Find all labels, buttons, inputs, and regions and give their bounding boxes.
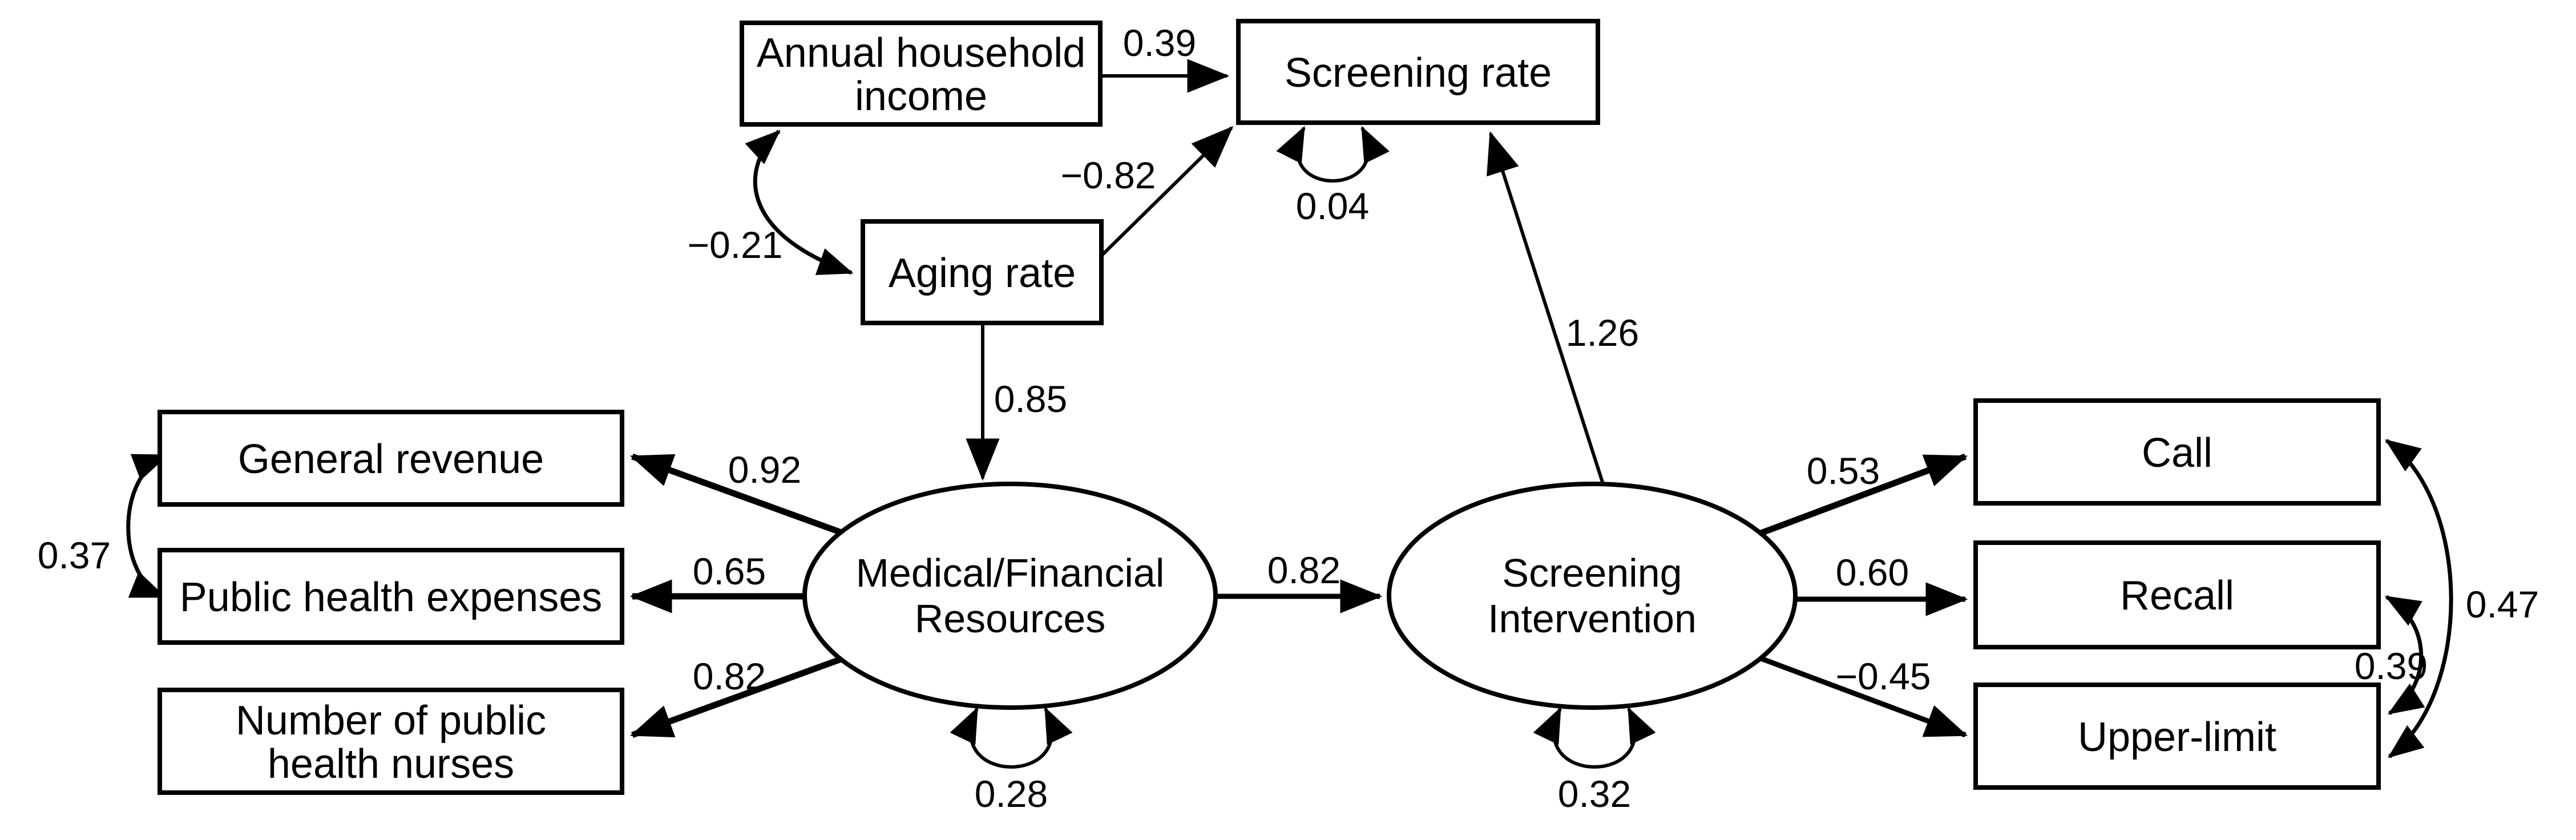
error-loop-screening-rate (1276, 126, 1390, 183)
coef-recall-upper-limit-covariance: 0.39 (2355, 645, 2428, 687)
aging-rate-box (861, 219, 1104, 325)
coef-revenue-expenses-covariance: 0.37 (38, 534, 111, 576)
annual-household-income-label-line1: Annual household (757, 30, 1086, 76)
coef-intervention-to-screening-rate: 1.26 (1566, 312, 1639, 354)
coef-intervention-to-call: 0.53 (1807, 450, 1880, 492)
coef-intervention-to-recall: 0.60 (1836, 551, 1909, 593)
annual-household-income-box (740, 21, 1103, 127)
recall-box (1973, 540, 2381, 649)
path-intervention-to-screening-rate (1487, 131, 1605, 486)
path-intervention-to-call (1760, 453, 1968, 536)
general-revenue-box (158, 410, 624, 507)
error-loop-intervention (1533, 706, 1656, 769)
call-box (1973, 398, 2381, 506)
path-resources-to-general-revenue (629, 453, 842, 536)
public-health-nurses-label-line2: health nurses (268, 741, 514, 787)
screening-intervention-ellipse (1387, 482, 1798, 710)
medical-financial-resources-ellipse (802, 482, 1218, 710)
recall-label: Recall (2120, 573, 2234, 619)
call-label: Call (2142, 430, 2212, 476)
screening-intervention-label-line2: Intervention (1488, 596, 1697, 641)
coef-aging-to-screening-rate: −0.82 (1061, 154, 1156, 196)
annual-household-income-label-line2: income (855, 74, 987, 119)
screening-intervention-label-line1: Screening (1502, 551, 1682, 595)
coef-aging-to-resources: 0.85 (994, 378, 1067, 420)
coef-income-aging-covariance: −0.21 (688, 224, 783, 266)
coef-resources-to-intervention: 0.82 (1267, 549, 1341, 591)
coef-resources-error: 0.28 (975, 773, 1048, 815)
covariance-call-upper-limit (2384, 439, 2453, 758)
public-health-nurses-box (158, 688, 624, 795)
path-intervention-to-upper-limit (1760, 656, 1968, 738)
coef-screening-rate-error: 0.04 (1296, 185, 1369, 227)
coef-call-upper-limit-covariance: 0.47 (2466, 583, 2539, 625)
covariance-income-aging (745, 130, 854, 276)
upper-limit-box (1973, 682, 2381, 790)
public-health-expenses-box (158, 548, 624, 645)
medical-financial-resources-label-line2: Resources (915, 596, 1106, 641)
covariance-revenue-expenses (126, 453, 169, 599)
coef-income-to-screening-rate: 0.39 (1123, 22, 1196, 64)
coef-resources-to-expenses: 0.65 (693, 550, 766, 592)
coef-resources-to-general-revenue: 0.92 (728, 449, 801, 491)
general-revenue-label: General revenue (238, 437, 544, 482)
public-health-nurses-label-line1: Number of public (236, 698, 546, 744)
path-aging-to-screening-rate (1097, 126, 1234, 260)
screening-rate-box (1236, 19, 1600, 125)
coef-intervention-error: 0.32 (1558, 773, 1631, 815)
coef-intervention-to-upper-limit: −0.45 (1836, 655, 1931, 697)
aging-rate-label: Aging rate (889, 251, 1076, 296)
coef-resources-to-nurses: 0.82 (693, 655, 766, 697)
path-resources-to-nurses (629, 656, 842, 738)
medical-financial-resources-label-line1: Medical/Financial (856, 551, 1165, 595)
error-loop-resources (950, 706, 1073, 769)
covariance-recall-upper-limit (2384, 595, 2425, 715)
screening-rate-label: Screening rate (1285, 50, 1552, 96)
upper-limit-label: Upper-limit (2078, 714, 2276, 760)
public-health-expenses-label: Public health expenses (180, 575, 603, 620)
